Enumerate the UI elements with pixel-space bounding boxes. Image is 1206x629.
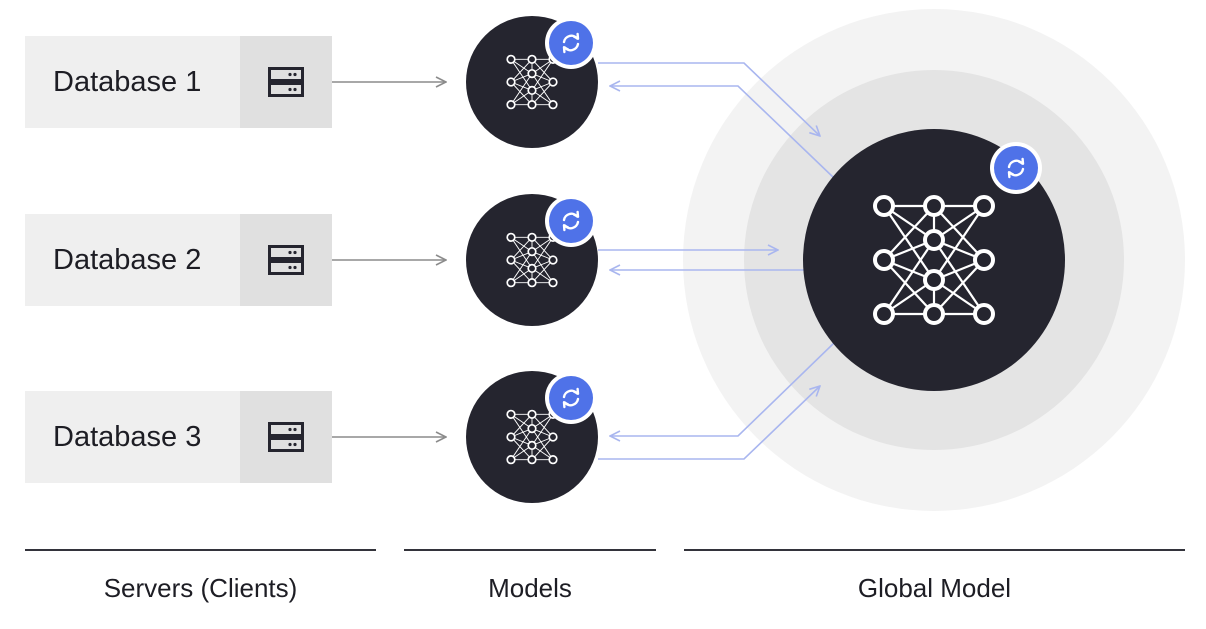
database-3-box: Database 3 (25, 391, 332, 483)
sync-icon (543, 15, 599, 71)
database-1-label: Database 1 (53, 66, 202, 98)
servers-divider (25, 549, 376, 551)
server-icon-box (240, 391, 332, 483)
model3-to-global-arrow (598, 386, 820, 460)
models-caption: Models (488, 573, 572, 603)
global-divider (684, 549, 1185, 551)
global-model-node (803, 129, 1065, 391)
sync-icon (988, 140, 1044, 196)
database-3-label: Database 3 (53, 421, 202, 453)
sync-icon (543, 370, 599, 426)
global-to-model3-arrow (610, 342, 835, 436)
model1-to-global-arrow (598, 62, 820, 136)
global-to-model1-arrow (610, 86, 835, 179)
model-1-node (466, 15, 599, 148)
model-3-node (466, 370, 599, 503)
sync-icon (543, 193, 599, 249)
server-icon-box (240, 214, 332, 306)
server-icon-box (240, 36, 332, 128)
database-2-label: Database 2 (53, 244, 202, 276)
global-model-caption: Global Model (857, 573, 1012, 603)
server-icon (268, 245, 304, 275)
model-2-node (466, 193, 599, 326)
database-1-box: Database 1 (25, 36, 332, 128)
servers-caption: Servers (Clients) (103, 573, 298, 603)
server-icon (268, 67, 304, 97)
server-icon (268, 422, 304, 452)
database-2-box: Database 2 (25, 214, 332, 306)
models-divider (404, 549, 656, 551)
